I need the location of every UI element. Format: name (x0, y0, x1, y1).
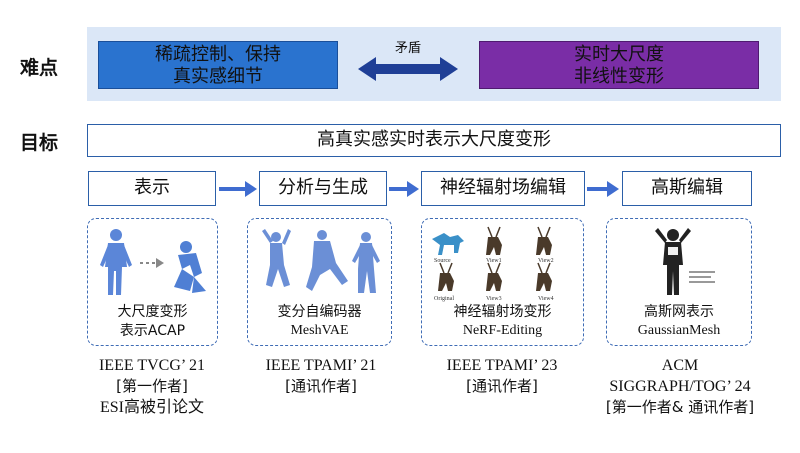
conflict-label: 矛盾 (394, 41, 421, 56)
step-gaussian-editing: 高斯编辑 (622, 171, 752, 206)
gaussian-person-figure (655, 228, 715, 295)
meshvae-caption-line-1: 变分自编码器 (277, 304, 362, 320)
gaussianmesh-panel: 高斯网表示 GaussianMesh (606, 218, 752, 346)
acap-caption-line-2: 表示ACAP (119, 323, 186, 339)
publication-meshvae: IEEE TPAMI’ 21 [通讯作者] (241, 355, 401, 397)
step-analysis-generation: 分析与生成 (259, 171, 387, 206)
realtime-line-2: 非线性变形 (574, 66, 664, 87)
pub-gaussian-venue-2: SIGGRAPH/TOG’ 24 (609, 378, 751, 395)
nerf-label-view4: View4 (538, 296, 554, 302)
conflict-double-arrow-icon (358, 57, 458, 81)
publication-acap: IEEE TVCG’ 21 [第一作者] ESI高被引论文 (72, 355, 232, 418)
pub-acap-venue: IEEE TVCG’ 21 (98, 357, 206, 374)
difficulty-row-label: 难点 (20, 57, 59, 79)
pub-nerf-venue: IEEE TPAMI’ 23 (446, 357, 558, 374)
pub-nerf-role: [通讯作者] (466, 377, 538, 395)
sparse-control-line-1: 稀疏控制、保持 (155, 44, 281, 65)
nerf-label-view2: View2 (538, 258, 554, 264)
nerf-label-view1: View1 (486, 258, 502, 264)
arrow-right-icon (587, 181, 619, 197)
publication-nerf: IEEE TPAMI’ 23 [通讯作者] (422, 355, 582, 397)
gaussianmesh-caption-line-1: 高斯网表示 (644, 304, 714, 320)
nerf-views-figure: Source View1 View2 Original View3 View4 (432, 226, 554, 302)
pub-meshvae-role: [通讯作者] (285, 377, 357, 395)
publication-gaussianmesh: ACM SIGGRAPH/TOG’ 24 [第一作者& 通讯作者] (592, 355, 768, 418)
acap-caption-line-1: 大尺度变形 (117, 304, 188, 320)
sparse-control-line-2: 真实感细节 (173, 66, 263, 87)
mesh-poses-figure (262, 229, 380, 293)
nerf-label-source: Source (434, 258, 451, 264)
meshvae-panel: 变分自编码器 MeshVAE (247, 218, 392, 346)
pub-acap-note: ESI高被引论文 (99, 399, 204, 416)
arrow-right-icon (219, 181, 257, 197)
sparse-control-box: 稀疏控制、保持 真实感细节 (98, 41, 338, 89)
realtime-line-1: 实时大尺度 (574, 44, 664, 65)
pub-meshvae-venue: IEEE TPAMI’ 21 (265, 357, 377, 374)
goal-row-label: 目标 (20, 132, 59, 154)
pub-gaussian-role: [第一作者& 通讯作者] (605, 398, 755, 416)
nerf-caption-line-2: NeRF-Editing (462, 323, 543, 338)
step-representation: 表示 (88, 171, 216, 206)
goal-box: 高真实感实时表示大尺度变形 (87, 124, 781, 157)
step-nerf-editing: 神经辐射场编辑 (421, 171, 585, 206)
nerf-label-view3: View3 (486, 296, 502, 302)
realtime-deformation-box: 实时大尺度 非线性变形 (479, 41, 759, 89)
meshvae-caption-line-2: MeshVAE (290, 323, 349, 338)
nerf-editing-panel: Source View1 View2 Original View3 View4 … (421, 218, 584, 346)
human-deformation-figure (100, 229, 206, 295)
nerf-label-original: Original (434, 296, 454, 302)
nerf-caption-line-1: 神经辐射场变形 (453, 304, 552, 320)
gaussianmesh-caption-line-2: GaussianMesh (637, 323, 721, 338)
acap-panel: 大尺度变形 表示ACAP (87, 218, 218, 346)
arrow-right-icon (389, 181, 419, 197)
pub-acap-role: [第一作者] (116, 377, 188, 395)
pub-gaussian-venue-1: ACM (661, 357, 699, 374)
